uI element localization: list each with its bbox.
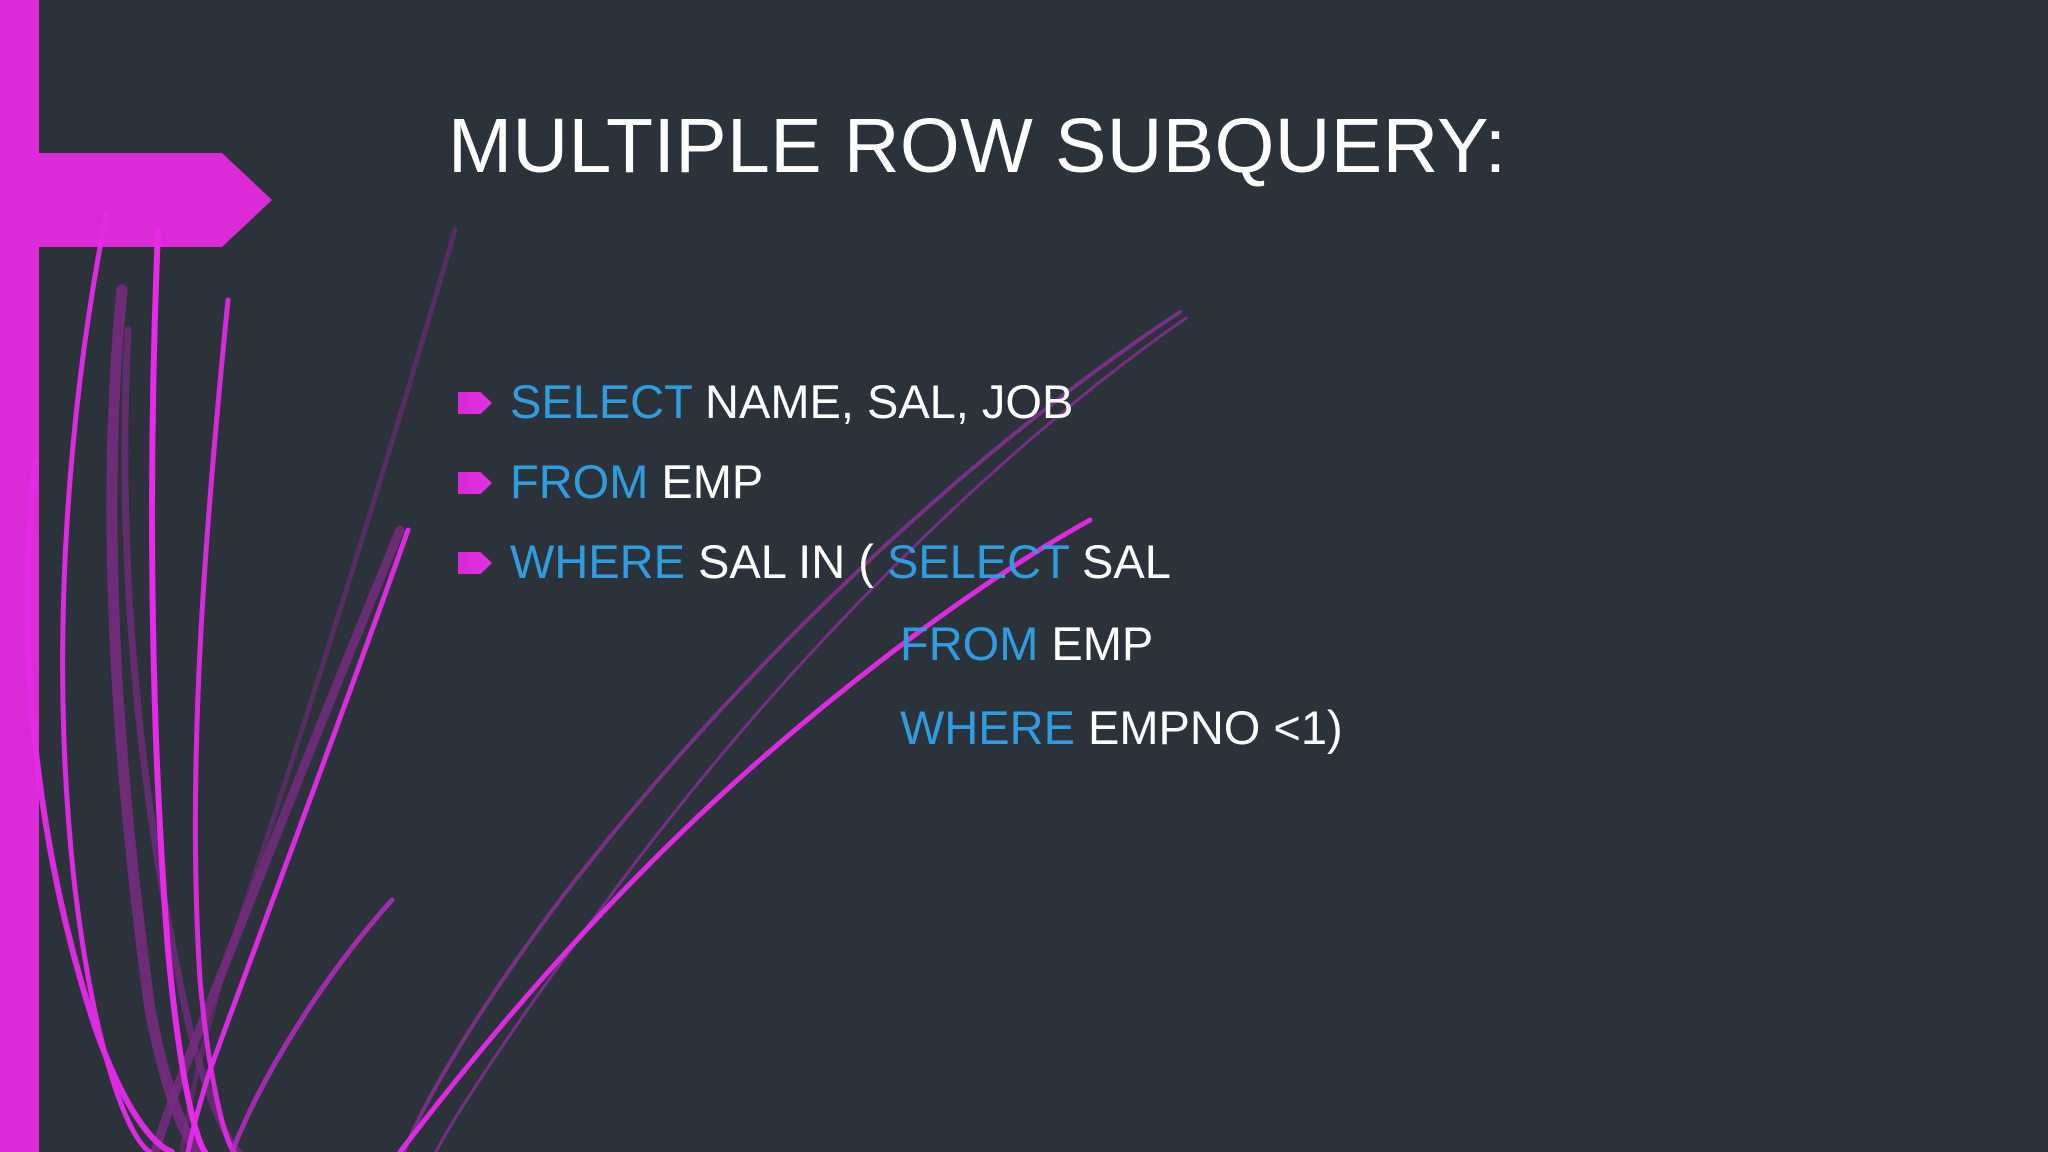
list-item: SELECT NAME, SAL, JOB: [452, 362, 1952, 442]
list-item: WHERE SAL IN ( SELECT SAL: [452, 522, 1952, 602]
left-accent-bar: [0, 0, 39, 1152]
sql-text: EMP: [648, 455, 764, 508]
sql-text: EMP: [1038, 617, 1154, 670]
sql-keyword: SELECT: [886, 535, 1069, 588]
code-line-2: FROM EMP: [510, 442, 1952, 522]
code-line-5: WHERE EMPNO <1): [900, 686, 1952, 770]
title-accent-arrow: [0, 153, 272, 247]
list-item: FROM EMP: [452, 442, 1952, 522]
content-list: SELECT NAME, SAL, JOB FROM EMP WHERE SAL…: [452, 362, 1952, 770]
code-line-4: FROM EMP: [900, 602, 1952, 686]
list-item-continuation: WHERE EMPNO <1): [452, 686, 1952, 770]
arrow-bullet-icon: [458, 472, 492, 494]
code-line-1: SELECT NAME, SAL, JOB: [510, 362, 1952, 442]
sql-text: NAME, SAL, JOB: [692, 375, 1074, 428]
bullet-cell: [452, 362, 510, 442]
sql-text: SAL IN (: [684, 535, 887, 588]
sql-keyword: FROM: [510, 455, 649, 508]
sql-keyword: FROM: [900, 617, 1039, 670]
sql-keyword: WHERE: [900, 701, 1075, 754]
sql-text: EMPNO <1): [1074, 701, 1343, 754]
sql-text: SAL: [1068, 535, 1171, 588]
arrow-bullet-icon: [458, 552, 492, 574]
bullet-cell: [452, 522, 510, 602]
bullet-cell: [452, 442, 510, 522]
page-title: MULTIPLE ROW SUBQUERY:: [448, 103, 1507, 189]
decorative-grass-blades-back: [106, 227, 458, 1152]
code-line-3: WHERE SAL IN ( SELECT SAL: [510, 522, 1952, 602]
arrow-bullet-icon: [458, 392, 492, 414]
list-item-continuation: FROM EMP: [452, 602, 1952, 686]
sql-keyword: SELECT: [510, 375, 692, 428]
sql-keyword: WHERE: [510, 535, 685, 588]
